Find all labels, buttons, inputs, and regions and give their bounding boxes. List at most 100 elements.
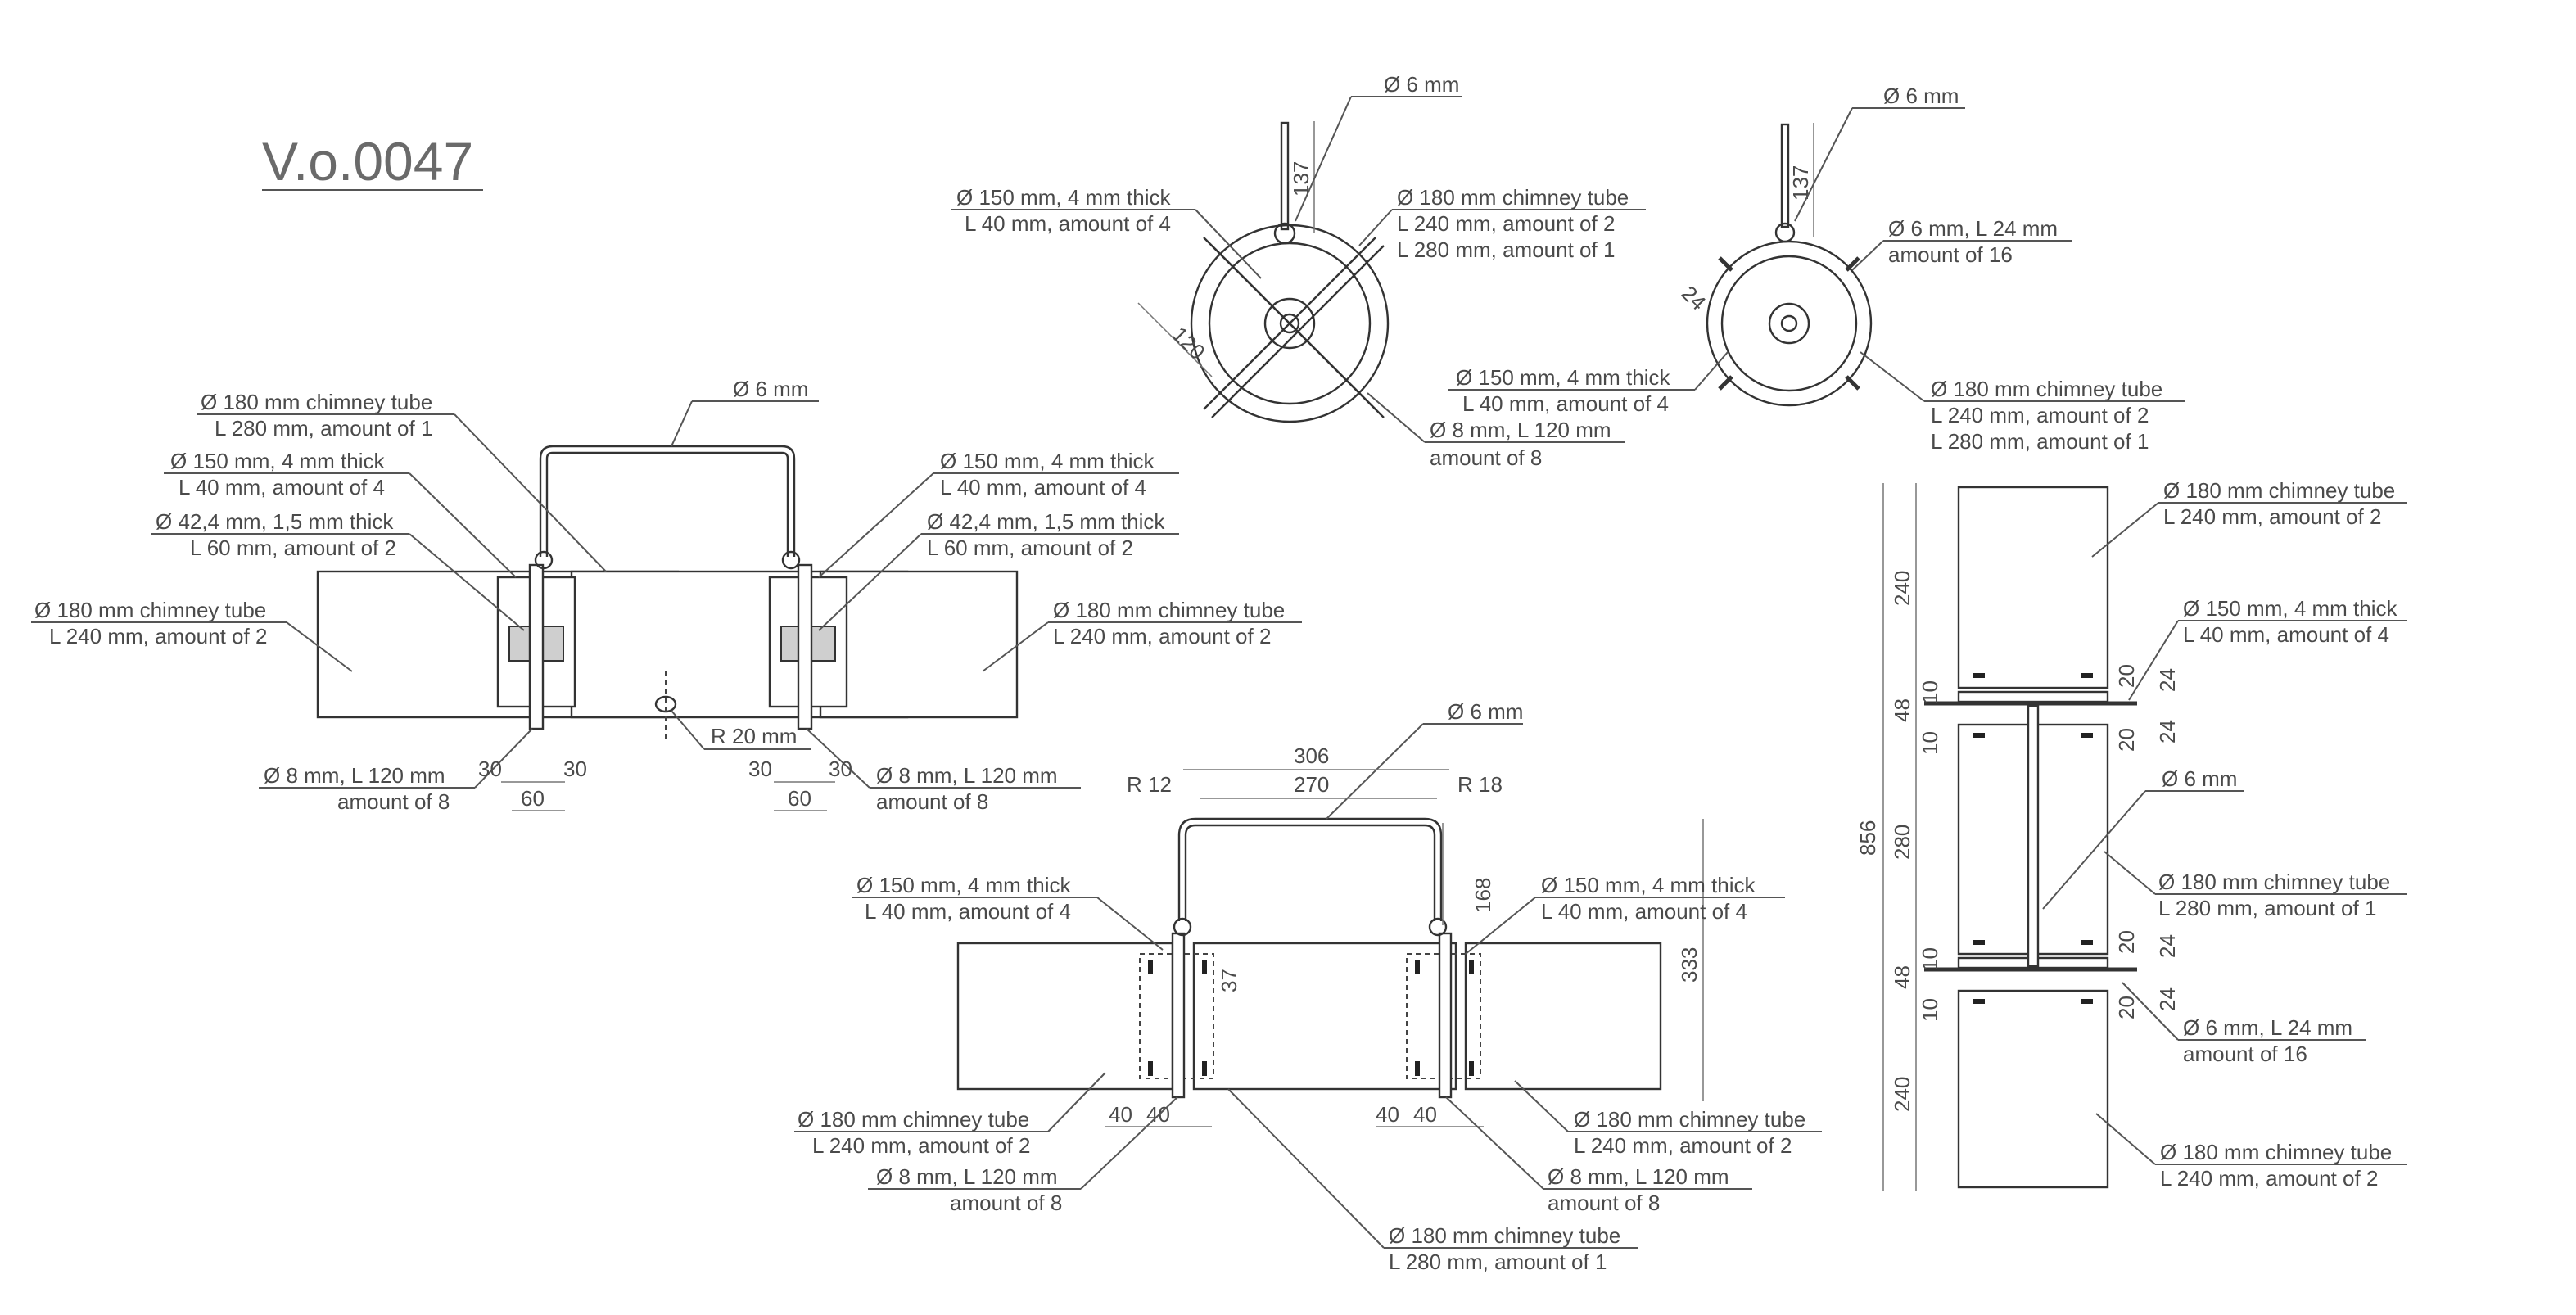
hanger-eye — [1428, 917, 1448, 937]
dim-120: 120 — [1168, 322, 1210, 364]
leader — [1860, 351, 1925, 402]
dim-333: 333 — [1677, 947, 1702, 983]
dim-60: 60 — [521, 786, 545, 811]
label-brace-spec: Ø 150 mm, 4 mm thick — [856, 873, 1071, 897]
label-bolt-spec: Ø 8 mm, L 120 mm — [1430, 418, 1611, 442]
leader — [982, 621, 1049, 672]
pin-mark — [2081, 733, 2093, 738]
label-sleeve-spec: Ø 42,4 mm, 1,5 mm thick — [927, 509, 1165, 534]
label-brace-spec: Ø 150 mm, 4 mm thick — [940, 449, 1155, 473]
leader — [1326, 723, 1424, 820]
hub-hole — [1279, 313, 1300, 334]
dim-40: 40 — [1109, 1102, 1132, 1127]
hanger-eye — [1273, 222, 1296, 245]
label-rod-dia: Ø 6 mm — [1384, 72, 1459, 97]
label-tube-qty: L 240 mm, amount of 2 — [1574, 1133, 1792, 1158]
leader — [1227, 1088, 1385, 1249]
leader — [454, 413, 607, 572]
label-bolt-qty: amount of 8 — [1430, 445, 1542, 470]
label-brace-qty: L 40 mm, amount of 4 — [965, 211, 1171, 236]
label-tube-qty: L 240 mm, amount of 2 — [49, 624, 267, 648]
label-tube-qty: L 280 mm, amount of 1 — [1389, 1249, 1607, 1274]
leader — [1694, 351, 1729, 391]
label-pin-qty: amount of 16 — [2183, 1042, 2307, 1066]
label-tube-spec: Ø 180 mm chimney tube — [201, 390, 432, 414]
pin-mark — [2081, 999, 2093, 1004]
hub-hole — [1780, 314, 1798, 332]
dim-20: 20 — [2114, 728, 2139, 752]
leader — [1195, 209, 1262, 279]
pin-mark — [2081, 673, 2093, 678]
dim-40: 40 — [1376, 1102, 1399, 1127]
label-brace-spec: Ø 150 mm, 4 mm thick — [2183, 596, 2397, 621]
pin-mark — [1469, 1061, 1474, 1076]
pin-mark — [1973, 999, 1985, 1004]
inner-ring-circle — [1720, 255, 1858, 392]
label-bolt-spec: Ø 8 mm, L 120 mm — [1548, 1164, 1729, 1189]
dim-20: 20 — [2114, 664, 2139, 688]
tube-right — [819, 570, 1019, 719]
leader — [1851, 240, 1884, 271]
leader — [1445, 1096, 1544, 1190]
label-brace-qty: L 40 mm, amount of 4 — [1541, 899, 1747, 924]
top-view-pins — [1706, 123, 1873, 407]
leader — [2128, 620, 2179, 701]
leader — [474, 728, 533, 789]
pin-mark — [1415, 960, 1420, 974]
dim-24: 24 — [2155, 668, 2180, 692]
side-view-bottom — [956, 817, 1662, 1099]
leader — [1465, 897, 1536, 955]
label-tube-qty: L 280 mm, amount of 1 — [215, 416, 432, 441]
dim-24: 24 — [1677, 281, 1711, 315]
label-bolt-spec: Ø 8 mm, L 120 mm — [876, 1164, 1058, 1189]
dim-240: 240 — [1890, 1077, 1914, 1112]
dim-10: 10 — [1918, 947, 1942, 971]
vertical-assembly-view — [1924, 486, 2137, 1189]
tube-bottom — [1957, 989, 2109, 1189]
label-tube-spec: Ø 180 mm chimney tube — [2160, 1140, 2392, 1164]
pin-mark — [1148, 960, 1153, 974]
leader — [409, 533, 525, 631]
label-tube-spec: Ø 180 mm chimney tube — [1397, 185, 1629, 210]
hanger-rod — [1177, 817, 1443, 921]
leader — [2122, 982, 2179, 1041]
label-rod-dia: Ø 6 mm — [1448, 699, 1523, 724]
leader — [1096, 897, 1164, 951]
leader — [1367, 392, 1426, 443]
leader — [2104, 851, 2156, 895]
leader — [286, 621, 353, 672]
dim-24: 24 — [2155, 934, 2180, 958]
flange-upper — [1957, 690, 2109, 703]
leader — [818, 533, 922, 631]
hanger-rod-inner — [545, 451, 789, 557]
dim-20: 20 — [2114, 930, 2139, 954]
leader — [806, 728, 870, 789]
label-tube-spec: Ø 180 mm chimney tube — [798, 1107, 1029, 1132]
inner-ring-circle — [1208, 242, 1372, 405]
dim-24: 24 — [2155, 720, 2180, 743]
hub-circle — [1768, 302, 1810, 345]
dim-306: 306 — [1294, 743, 1329, 768]
label-tube-spec: Ø 180 mm chimney tube — [2163, 478, 2395, 503]
leader — [1047, 1072, 1106, 1132]
leader — [1295, 96, 1352, 222]
dim-line-120 — [1137, 302, 1213, 377]
pin — [1845, 256, 1860, 272]
label-bolt-spec: Ø 8 mm, L 120 mm — [264, 763, 445, 788]
dim-48: 48 — [1890, 965, 1914, 989]
label-brace-spec: Ø 150 mm, 4 mm thick — [170, 449, 385, 473]
label-bolt-qty: amount of 8 — [337, 789, 450, 814]
label-rod-dia: Ø 6 mm — [733, 377, 808, 401]
leader — [818, 472, 934, 578]
pin-mark — [2081, 940, 2093, 945]
dim-60: 60 — [788, 786, 811, 811]
dim-10: 10 — [1918, 680, 1942, 704]
label-tube-qty: L 240 mm, amount of 2 — [1053, 624, 1271, 648]
label-tube-spec: Ø 180 mm chimney tube — [1931, 377, 2162, 401]
leader — [1080, 1096, 1178, 1190]
bolt-left — [1171, 932, 1186, 1099]
cross-brace-b — [1203, 237, 1376, 410]
label-brace-qty: L 40 mm, amount of 4 — [2183, 622, 2389, 647]
hanger-rod — [1280, 121, 1290, 231]
